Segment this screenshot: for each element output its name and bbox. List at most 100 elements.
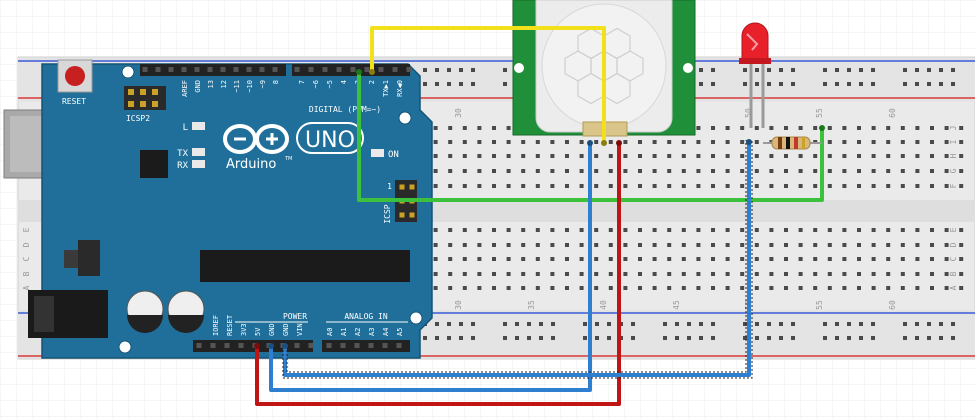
breadboard-hole[interactable] [565,140,569,144]
breadboard-hole[interactable] [754,272,759,276]
breadboard-hole[interactable] [798,257,803,261]
rail-hole[interactable] [939,82,943,86]
breadboard-hole[interactable] [842,272,847,276]
breadboard-hole[interactable] [535,169,540,173]
rail-hole[interactable] [779,68,783,72]
breadboard-hole[interactable] [550,257,555,261]
breadboard-hole[interactable] [857,257,861,261]
rail-hole[interactable] [471,322,475,326]
breadboard-hole[interactable] [652,154,657,158]
breadboard-hole[interactable] [681,154,686,158]
rail-hole[interactable] [675,336,679,340]
breadboard-hole[interactable] [681,286,686,290]
breadboard-hole[interactable] [462,184,467,188]
breadboard-hole[interactable] [711,140,715,144]
rail-hole[interactable] [595,322,599,326]
breadboard-hole[interactable] [579,272,584,276]
breadboard-hole[interactable] [886,126,891,130]
rail-hole[interactable] [687,336,691,340]
breadboard-hole[interactable] [638,140,642,144]
breadboard-hole[interactable] [813,286,818,290]
rail-hole[interactable] [699,322,703,326]
breadboard-hole[interactable] [433,257,438,261]
breadboard-hole[interactable] [871,140,876,144]
breadboard-hole[interactable] [492,140,496,144]
breadboard-hole[interactable] [667,154,672,158]
breadboard-hole[interactable] [842,126,847,130]
rail-hole[interactable] [835,336,839,340]
header-socket[interactable] [246,67,252,72]
breadboard-hole[interactable] [681,257,686,261]
breadboard-hole[interactable] [725,126,730,130]
breadboard-hole[interactable] [959,126,964,130]
breadboard-hole[interactable] [944,286,949,290]
rail-hole[interactable] [903,82,907,86]
breadboard-hole[interactable] [900,228,905,232]
breadboard-hole[interactable] [711,184,715,188]
breadboard-hole[interactable] [477,286,482,290]
breadboard-hole[interactable] [842,243,847,247]
rail-hole[interactable] [859,322,863,326]
breadboard-hole[interactable] [827,184,832,188]
breadboard-hole[interactable] [492,243,496,247]
breadboard-hole[interactable] [535,184,540,188]
rail-hole[interactable] [711,322,715,326]
wire-blue-gnd-pir[interactable] [269,143,592,392]
breadboard-hole[interactable] [871,257,876,261]
breadboard-hole[interactable] [462,272,467,276]
breadboard-hole[interactable] [521,169,526,173]
breadboard-hole[interactable] [462,169,467,173]
rail-hole[interactable] [915,336,919,340]
breadboard-hole[interactable] [623,272,628,276]
breadboard-hole[interactable] [652,286,657,290]
breadboard-hole[interactable] [594,272,599,276]
breadboard-hole[interactable] [506,228,511,232]
breadboard-hole[interactable] [477,140,482,144]
header-socket[interactable] [210,343,216,348]
header-socket[interactable] [196,343,202,348]
header-socket[interactable] [181,67,187,72]
rail-hole[interactable] [663,322,667,326]
rail-hole[interactable] [779,322,783,326]
breadboard-hole[interactable] [725,272,730,276]
rail-hole[interactable] [583,322,587,326]
breadboard-hole[interactable] [521,243,526,247]
breadboard-hole[interactable] [813,272,818,276]
header-socket[interactable] [406,67,412,72]
breadboard-hole[interactable] [565,169,569,173]
header-socket[interactable] [322,67,328,72]
breadboard-hole[interactable] [492,272,496,276]
breadboard-hole[interactable] [959,154,964,158]
breadboard-hole[interactable] [608,286,613,290]
breadboard-hole[interactable] [711,286,715,290]
rail-hole[interactable] [675,322,679,326]
rail-hole[interactable] [847,68,851,72]
header-socket[interactable] [382,343,388,348]
breadboard-hole[interactable] [842,154,847,158]
rail-hole[interactable] [871,68,875,72]
header-socket[interactable] [220,67,226,72]
breadboard-hole[interactable] [740,228,745,232]
rail-hole[interactable] [767,82,771,86]
breadboard-hole[interactable] [696,140,701,144]
breadboard-hole[interactable] [857,126,861,130]
breadboard-hole[interactable] [448,140,453,144]
breadboard-hole[interactable] [477,228,482,232]
breadboard-hole[interactable] [652,228,657,232]
breadboard-hole[interactable] [740,126,745,130]
rail-hole[interactable] [471,82,475,86]
breadboard-hole[interactable] [462,154,467,158]
breadboard-hole[interactable] [754,126,759,130]
breadboard-hole[interactable] [871,169,876,173]
breadboard-hole[interactable] [433,243,438,247]
breadboard-hole[interactable] [813,257,818,261]
breadboard-hole[interactable] [608,140,613,144]
breadboard-hole[interactable] [477,257,482,261]
header-socket[interactable] [294,67,300,72]
breadboard-hole[interactable] [857,154,861,158]
breadboard-hole[interactable] [798,184,803,188]
breadboard-hole[interactable] [477,126,482,130]
rail-hole[interactable] [631,322,635,326]
breadboard-hole[interactable] [565,243,569,247]
breadboard-hole[interactable] [930,228,934,232]
